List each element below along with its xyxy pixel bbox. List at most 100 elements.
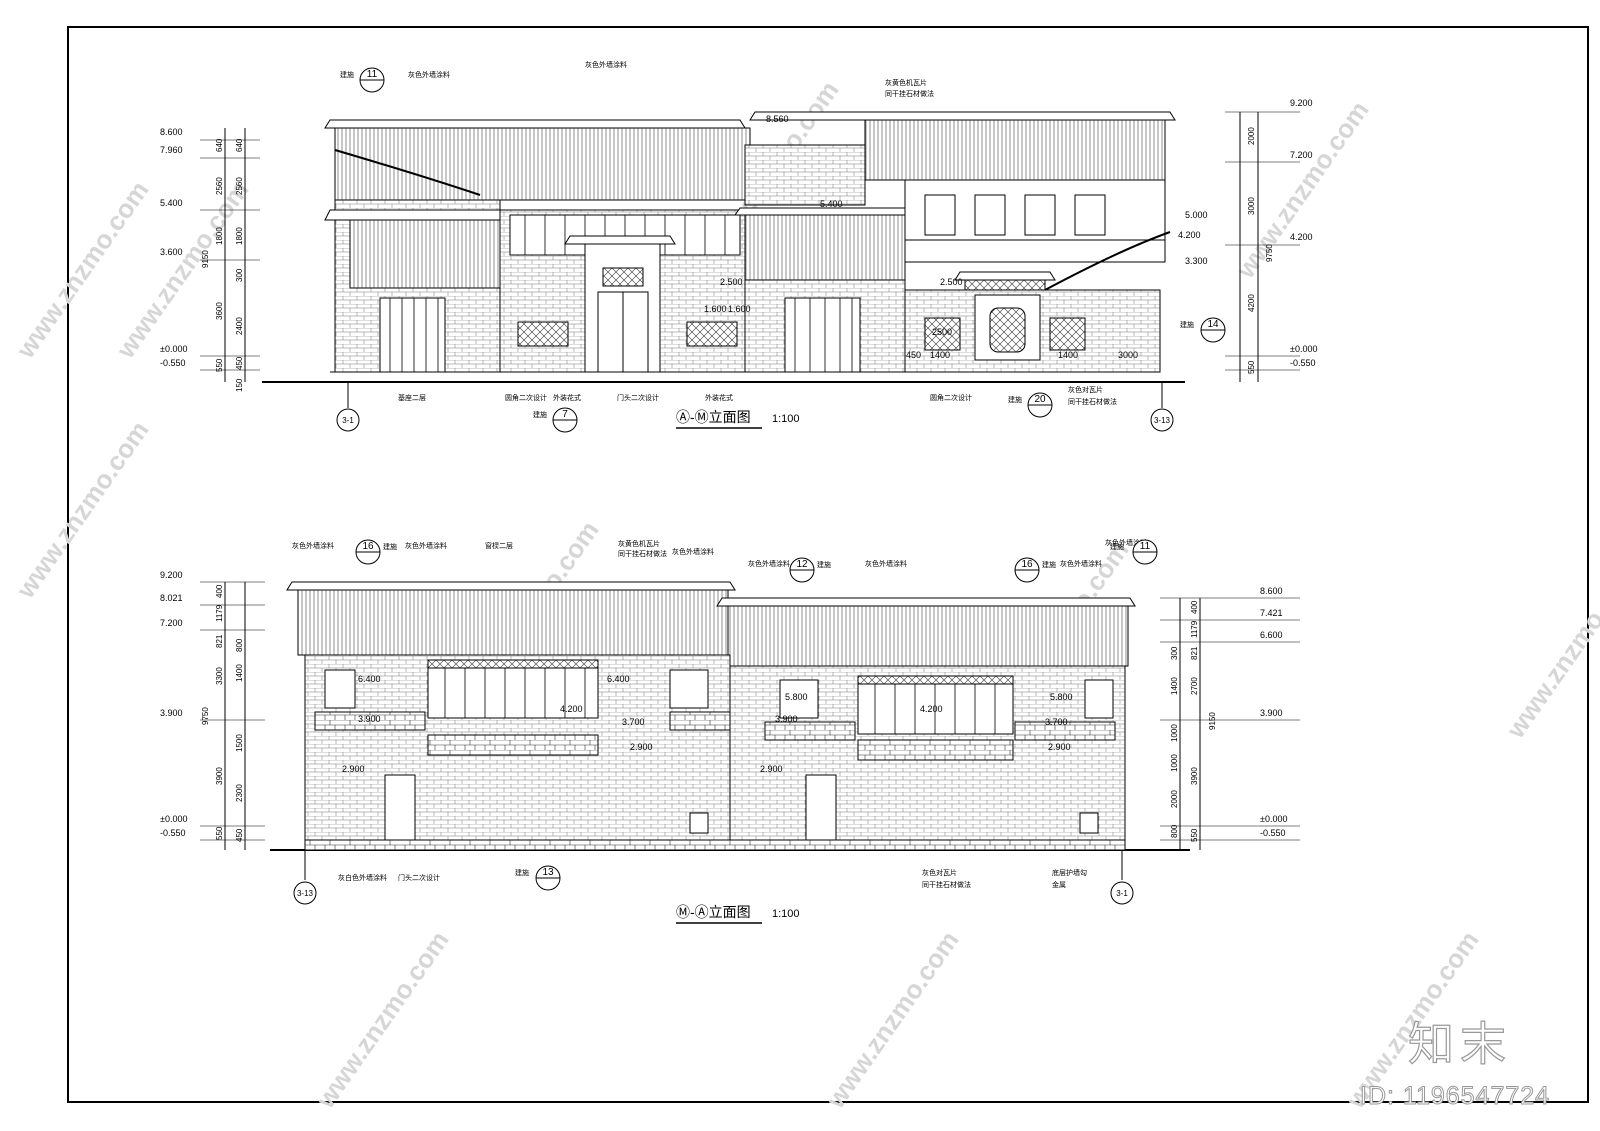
level-label: 5.000	[1185, 210, 1208, 220]
dim-label: 300	[235, 268, 244, 282]
level-label: 9.200	[160, 570, 183, 580]
rear-door	[384, 774, 416, 841]
dim-label: 2000	[1247, 127, 1256, 145]
dim-label: 2560	[235, 177, 244, 195]
dim-label: 640	[235, 138, 244, 152]
material-note: 灰色对瓦片	[1068, 385, 1103, 394]
level-label: 6.600	[1260, 630, 1283, 640]
top-elevation: 8.600 7.960 5.400 3.600 ±0.000 -0.550 64…	[160, 60, 1317, 433]
total-dim-label: 9150	[1208, 712, 1217, 730]
dim-label: 550	[1247, 360, 1256, 374]
material-note: 灰色外墙涂料	[865, 559, 907, 568]
elevation-scale: 1:100	[772, 908, 800, 920]
level-label: 6.400	[358, 674, 381, 684]
material-note: 外装花式	[553, 393, 581, 402]
material-note: 基座二层	[398, 393, 426, 402]
elevation-scale: 1:100	[772, 413, 800, 425]
dim-label: 2400	[235, 317, 244, 335]
level-label: 2500	[932, 327, 952, 337]
level-label: -0.550	[1290, 358, 1316, 368]
dim-label: 1800	[235, 227, 244, 245]
material-note: 灰色外墙涂料	[292, 541, 334, 550]
callout-number: 7	[562, 409, 568, 420]
detail-callout: 11 建施	[1110, 539, 1158, 565]
material-note: 灰色外墙涂料	[1060, 559, 1102, 568]
level-label: 2.900	[630, 742, 653, 752]
level-label: 3.900	[358, 714, 381, 724]
level-label: 4.200	[920, 704, 943, 714]
total-dim-label: 9750	[201, 707, 210, 725]
level-label: ±0.000	[160, 814, 187, 824]
callout-sheet: 建施	[1110, 542, 1124, 551]
dim-label: 400	[215, 584, 224, 598]
detail-callout: 13 建施	[515, 865, 561, 891]
detail-callout: 12 建施	[789, 557, 831, 583]
level-label: 7.200	[160, 618, 183, 628]
sheet-border	[67, 26, 1589, 1103]
dim-label: 150	[235, 378, 244, 392]
level-label: 3.900	[775, 714, 798, 724]
callout-number: 20	[1034, 394, 1046, 405]
level-label: 4.200	[1290, 232, 1313, 242]
image-id-label: ID: 1196547724	[1359, 1082, 1551, 1111]
callout-number: 12	[796, 559, 808, 570]
dim-label: 1179	[215, 604, 224, 622]
axis-label: 3-13	[1154, 416, 1171, 425]
material-note: 灰色外墙涂料	[1105, 538, 1147, 547]
level-label: -0.550	[160, 828, 186, 838]
level-label: 4.200	[1178, 230, 1201, 240]
dim-label: 1400	[1170, 677, 1179, 695]
dim-label: 3900	[215, 767, 224, 785]
axis-label: 3-1	[1116, 889, 1128, 898]
material-note: 底层护墙勾	[1052, 868, 1087, 877]
bottom-left-dimensions: 9.200 8.021 7.200 3.900 ±0.000 -0.550 40…	[160, 570, 265, 850]
material-note: 圆角二次设计	[505, 393, 547, 402]
dim-label: 800	[1170, 824, 1179, 838]
detail-callout: 16 建施	[1014, 557, 1056, 583]
watermark: www.znzmo.com	[310, 925, 455, 1114]
dim-label: 640	[215, 138, 224, 152]
dim-label: 3600	[215, 302, 224, 320]
dim-label: 450	[235, 828, 244, 842]
axis-label: 3-13	[297, 889, 314, 898]
material-note: 灰色对瓦片	[922, 868, 957, 877]
material-note: 圆角二次设计	[930, 393, 972, 402]
level-label: ±0.000	[1290, 344, 1317, 354]
material-note: 灰色外墙涂料	[672, 547, 714, 556]
level-label: 5.800	[785, 692, 808, 702]
total-dim-label: 9750	[1265, 244, 1274, 262]
level-label: 8.021	[160, 593, 183, 603]
level-label: 2.500	[940, 277, 963, 287]
watermark: www.znzmo.com	[820, 925, 965, 1114]
dim-label: 1000	[1170, 754, 1179, 772]
material-note: 同干挂石材做法	[1068, 397, 1117, 406]
level-label: 7.421	[1260, 608, 1283, 618]
dim-label: 550	[1190, 828, 1199, 842]
level-label: 3.700	[1045, 717, 1068, 727]
material-note: 金属	[1052, 880, 1066, 889]
callout-sheet: 建施	[817, 560, 831, 569]
dim-label: 3900	[1190, 767, 1199, 785]
dim-label: 1179	[1190, 620, 1199, 638]
axis-marker: 3-13	[1150, 382, 1174, 432]
material-note: 灰色外墙涂料	[405, 541, 447, 550]
level-label: 8.600	[160, 127, 183, 137]
level-label: 7.960	[160, 145, 183, 155]
axis-label: 3-1	[342, 416, 354, 425]
level-label: 2.500	[720, 277, 743, 287]
dim-label: 1800	[215, 227, 224, 245]
dim-label: 4200	[1247, 294, 1256, 312]
level-label: 3000	[1118, 350, 1138, 360]
dim-label: 2000	[1170, 790, 1179, 808]
level-label: 6.400	[607, 674, 630, 684]
material-note: 外装花式	[705, 393, 733, 402]
level-label: 8.560	[766, 114, 789, 124]
round-window	[989, 307, 1026, 353]
level-label: 7.200	[1290, 150, 1313, 160]
dim-label: 550	[215, 358, 224, 372]
callout-sheet: 建施	[515, 868, 529, 877]
level-label: 2.900	[760, 764, 783, 774]
axis-marker: 3-1	[1110, 850, 1134, 905]
level-label: 1400	[930, 350, 950, 360]
material-note: 灰黄色机瓦片	[885, 78, 927, 87]
